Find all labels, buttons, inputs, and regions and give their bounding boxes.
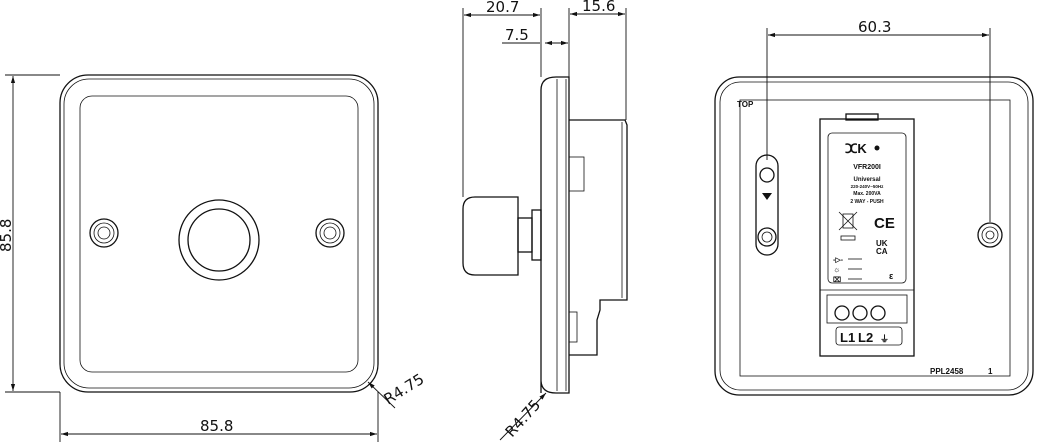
part-code: PPL2458 [930, 367, 964, 376]
front-width-dimension: 85.8 [200, 417, 233, 435]
svg-text:ε: ε [889, 271, 894, 281]
side-plate [540, 76, 570, 394]
module-voltage: 220-240V~50Hz [851, 184, 884, 189]
rear-plate [714, 76, 1034, 396]
svg-text:-▷-: -▷- [833, 257, 844, 264]
module-max-load: Max. 200VA [853, 191, 881, 197]
module-type: Universal [853, 177, 880, 183]
screw-left [89, 218, 119, 248]
front-view: 85.8 85.8 R4.75 [0, 74, 428, 442]
fixing-centres-dimension: 60.3 [858, 18, 891, 36]
side-front-depth-dimension: 20.7 [486, 0, 519, 16]
module-mode: 2 WAY - PUSH [850, 199, 884, 205]
front-height-dimension: 85.8 [0, 219, 15, 252]
ukca-mark-icon: UK [876, 239, 888, 248]
front-plate [59, 74, 379, 393]
earth-terminal-icon: ⏚ [880, 334, 889, 344]
top-label: TOP [737, 100, 754, 109]
module-body [569, 119, 628, 356]
front-radius-dimension: R4.75 [381, 370, 428, 408]
ce-mark-icon: CE [874, 215, 895, 232]
rear-view: TOP PPL2458 1 60.3 ⵋK VFR200I Universal … [714, 18, 1034, 396]
fixing-slot-left [755, 154, 779, 256]
sheet-number: 1 [988, 367, 993, 376]
side-radius-dimension: R4.75 [502, 396, 545, 441]
brand-logo: ⵋK [845, 141, 867, 156]
dimmer-knob [178, 199, 260, 281]
load-type-icons: -▷- ☼ ⌧ ε [833, 257, 894, 284]
fixing-hole-right [977, 222, 1003, 248]
side-knob [462, 196, 542, 276]
side-rear-depth-dimension: 15.6 [582, 0, 615, 15]
module-model: VFR200I [853, 164, 881, 171]
terminal-l1: L1 [840, 330, 855, 345]
weee-bin-icon [838, 211, 858, 241]
side-plate-dimension: 7.5 [505, 26, 529, 44]
dimmer-module: ⵋK VFR200I Universal 220-240V~50Hz Max. … [819, 113, 915, 357]
terminal-block: L1 L2 ⏚ [820, 289, 914, 346]
svg-text:☼: ☼ [833, 265, 840, 274]
terminal-l2: L2 [858, 330, 873, 345]
ukca-mark-icon-ca: CA [876, 247, 888, 256]
screw-right [315, 218, 345, 248]
svg-text:⌧: ⌧ [833, 276, 841, 284]
side-view: 20.7 15.6 7.5 R4.75 [462, 0, 628, 441]
